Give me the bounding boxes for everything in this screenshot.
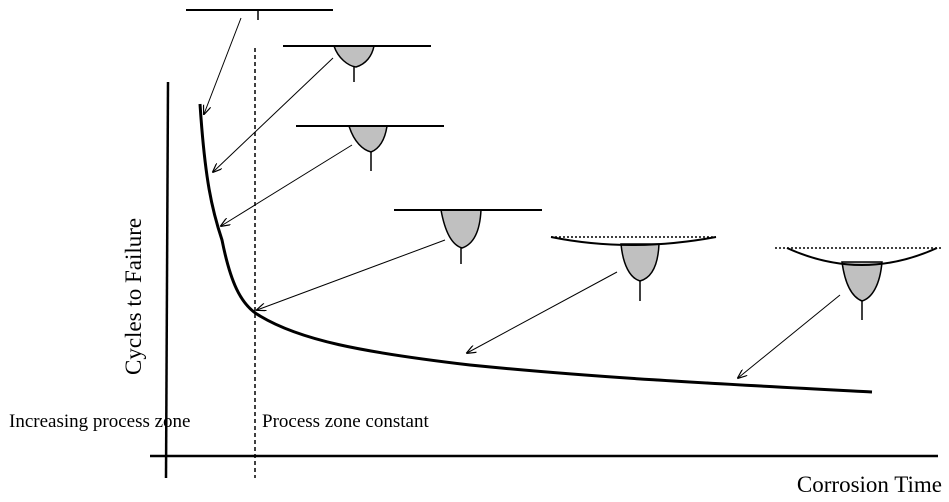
- pit-shape: [347, 125, 388, 153]
- arrow-stage-4: [257, 239, 446, 310]
- pit-shape: [332, 45, 375, 68]
- pit-shape: [841, 261, 883, 302]
- pit-stage-6: [775, 247, 942, 320]
- cycles-to-failure-curve: [198, 103, 873, 394]
- receded-surface: [786, 247, 938, 266]
- region-left-label: Increasing process zone: [9, 411, 190, 432]
- arrow-stage-5: [467, 271, 618, 353]
- arrow-stage-6: [738, 294, 841, 378]
- y-axis-title: Cycles to Failure: [121, 218, 146, 375]
- pit-shape: [440, 209, 482, 249]
- x-axis-title: Corrosion Time: [797, 472, 942, 497]
- pit-shape: [620, 243, 660, 282]
- pit-stage-4: [394, 209, 542, 264]
- receded-surface: [550, 236, 717, 246]
- arrow-stage-3: [221, 144, 353, 226]
- arrow-stage-1: [204, 17, 242, 114]
- pit-stage-2: [283, 45, 431, 82]
- arrow-stage-2: [213, 57, 334, 172]
- region-right-label: Process zone constant: [262, 411, 429, 432]
- y-axis: [164, 81, 170, 479]
- pit-stage-3: [296, 125, 444, 171]
- pit-stage-1: [186, 9, 333, 20]
- pit-stage-5: [550, 236, 717, 301]
